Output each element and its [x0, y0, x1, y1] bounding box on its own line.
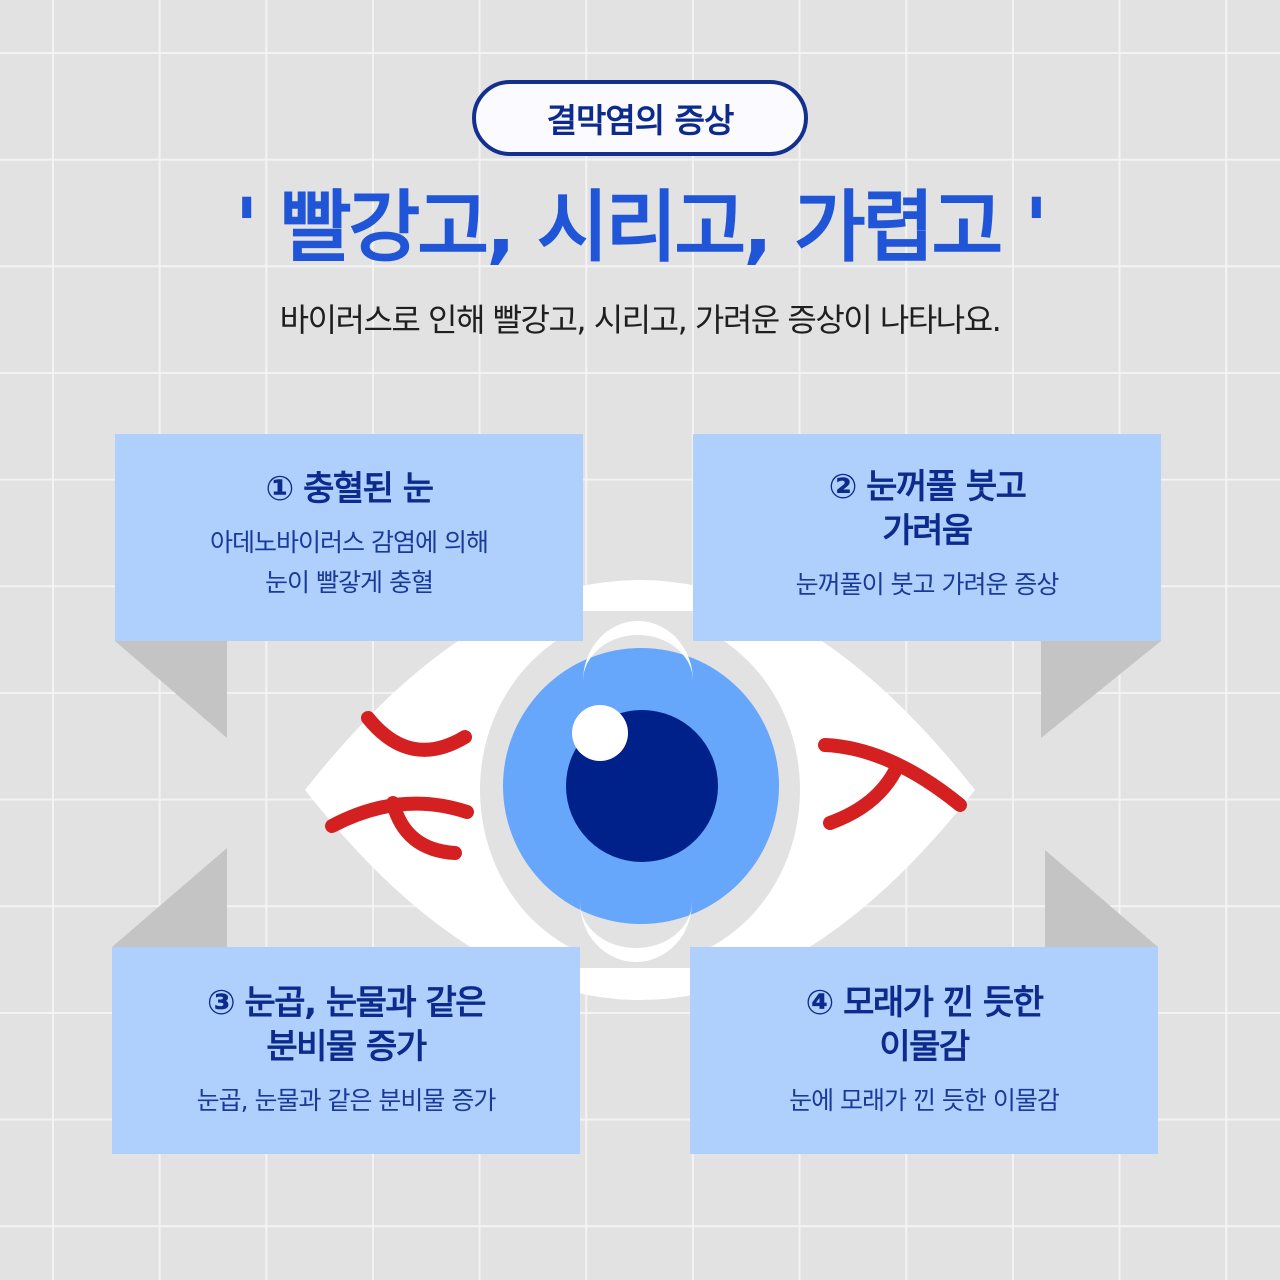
symptom-card-heading: ③ 눈곱, 눈물과 같은 분비물 증가 [206, 982, 487, 1067]
vein-left [325, 711, 474, 860]
page-title: ' 빨강고, 시리고, 가렵고 ' [234, 183, 1048, 273]
eye-lens-bottom-accent [580, 940, 692, 968]
eye-lens-top-accent [583, 611, 693, 641]
eye-lens-top-arc [583, 621, 693, 681]
symptom-card-description: 아데노바이러스 감염에 의해 눈이 빨갛게 충혈 [210, 527, 489, 597]
vein-right [818, 738, 967, 830]
symptom-card-1: ① 충혈된 눈 아데노바이러스 감염에 의해 눈이 빨갛게 충혈 [115, 434, 583, 641]
fold-triangle-top-right [1041, 641, 1161, 738]
symptom-card-description: 눈꺼풀이 붓고 가려운 증상 [795, 569, 1060, 599]
symptom-card-description: 눈곱, 눈물과 같은 분비물 증가 [196, 1085, 497, 1115]
page-subtitle: 바이러스로 인해 빨강고, 시리고, 가려운 증상이 나타나요. [279, 301, 1002, 339]
fold-triangle-bottom-right [1045, 850, 1158, 947]
symptom-card-heading: ② 눈꺼풀 붓고 가려움 [828, 466, 1027, 551]
symptom-card-description: 눈에 모래가 낀 듯한 이물감 [789, 1085, 1060, 1115]
symptom-card-3: ③ 눈곱, 눈물과 같은 분비물 증가 눈곱, 눈물과 같은 분비물 증가 [112, 947, 580, 1154]
fold-triangle-bottom-left [112, 848, 227, 947]
topic-badge: 결막염의 증상 [472, 80, 808, 156]
topic-badge-label: 결막염의 증상 [546, 101, 735, 140]
fold-triangle-top-left [115, 641, 227, 738]
symptom-card-4: ④ 모래가 낀 듯한 이물감 눈에 모래가 낀 듯한 이물감 [690, 947, 1158, 1154]
symptom-card-2: ② 눈꺼풀 붓고 가려움 눈꺼풀이 붓고 가려운 증상 [693, 434, 1161, 641]
symptom-card-heading: ④ 모래가 낀 듯한 이물감 [805, 982, 1044, 1067]
eye-lens-bottom-arc [580, 902, 692, 962]
eye-highlight [572, 705, 628, 761]
symptom-card-heading: ① 충혈된 눈 [265, 468, 434, 509]
